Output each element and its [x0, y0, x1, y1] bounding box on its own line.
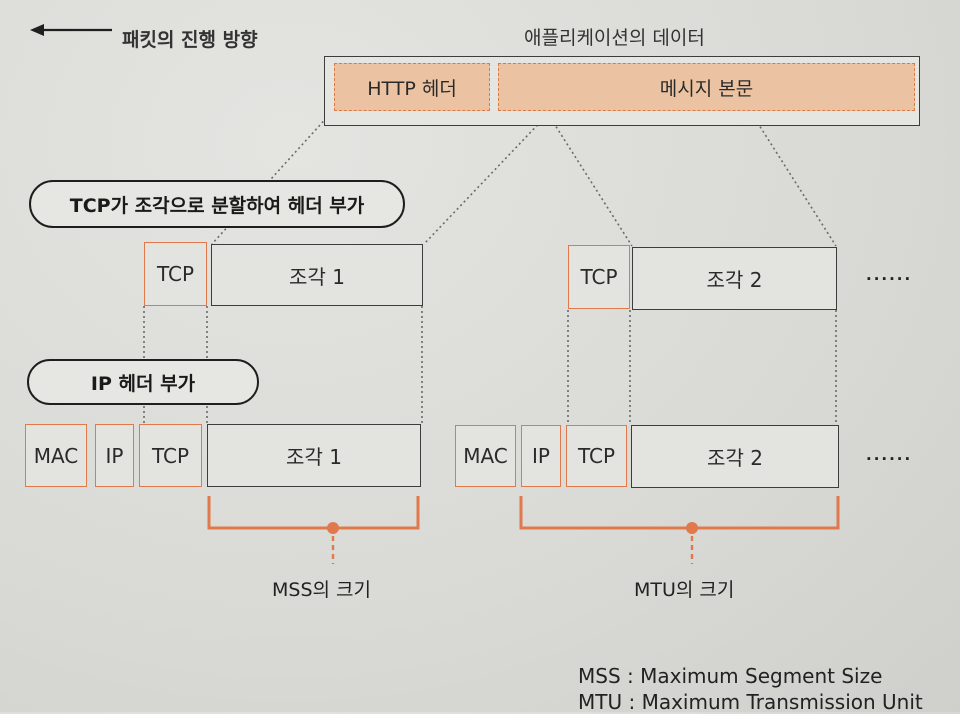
message-body-box: 메시지 본문 [498, 63, 915, 111]
fragment-1-box: 조각 1 [211, 244, 423, 306]
tcp-header-box-1: TCP [144, 242, 207, 306]
tcp-header-box-2: TCP [568, 245, 630, 309]
fragment-1-box-ip: 조각 1 [207, 424, 421, 487]
ellipsis-tcp-row: ...... [866, 266, 913, 284]
mac-header-box-2: MAC [455, 425, 516, 487]
mtu-bracket-dot [686, 522, 698, 534]
tcp-header-box-4: TCP [566, 425, 627, 487]
ip-header-box-1: IP [95, 424, 134, 487]
tcp-header-box-3: TCP [139, 424, 202, 487]
fragment-2-box-ip: 조각 2 [631, 425, 839, 488]
legend-mtu: MTU : Maximum Transmission Unit [578, 690, 923, 714]
legend-mss: MSS : Maximum Segment Size [578, 664, 883, 688]
ip-header-box-2: IP [521, 425, 561, 487]
mac-header-box-1: MAC [25, 424, 87, 487]
app-data-label: 애플리케이션의 데이터 [524, 27, 705, 49]
mss-size-label: MSS의 크기 [272, 579, 371, 601]
mtu-bracket [519, 496, 840, 530]
http-header-box: HTTP 헤더 [334, 63, 490, 111]
mss-bracket [207, 496, 420, 530]
ellipsis-ip-row: ...... [866, 446, 913, 464]
step-ip-pill: IP 헤더 부가 [27, 359, 259, 405]
step-tcp-pill: TCP가 조각으로 분할하여 헤더 부가 [29, 180, 405, 228]
direction-arrowhead [30, 24, 44, 36]
direction-label: 패킷의 진행 방향 [122, 29, 258, 51]
mtu-size-label: MTU의 크기 [634, 579, 735, 601]
mss-bracket-dot [327, 522, 339, 534]
fragment-2-box: 조각 2 [632, 247, 837, 310]
